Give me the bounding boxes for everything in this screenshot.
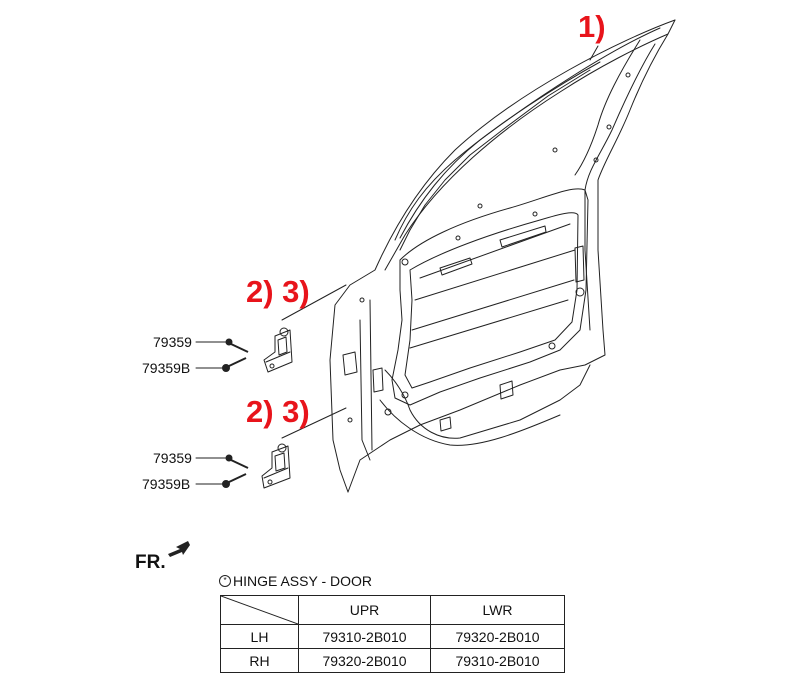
- lower-hinge: [261, 443, 291, 489]
- front-arrow-icon: [168, 541, 190, 557]
- column-header-upr: UPR: [298, 595, 431, 625]
- cell-rh-upr: 79320-2B010: [298, 648, 431, 673]
- leader-lines: [195, 45, 599, 485]
- table-corner-cell: [220, 595, 299, 625]
- upper-hinge: [263, 327, 293, 373]
- row-side-rh: RH: [220, 648, 299, 673]
- column-header-lwr: LWR: [430, 595, 565, 625]
- hinge-table: UPR LWR LH 79310-2B010 79320-2B010 RH 79…: [220, 595, 565, 673]
- part-label-upper-bolt-b: 79359B: [142, 360, 191, 376]
- lower-bolt: [225, 454, 249, 469]
- part-label-lower-bolt: 79359: [153, 450, 192, 466]
- table-row: RH 79320-2B010 79310-2B010: [220, 648, 565, 673]
- callout-upper-hinge: 2) 3): [246, 274, 310, 309]
- table-row: LH 79310-2B010 79320-2B010: [220, 624, 565, 649]
- note-text: HINGE ASSY - DOOR: [233, 573, 372, 589]
- hinge-note: * HINGE ASSY - DOOR: [219, 573, 372, 589]
- cell-lh-lwr: 79320-2B010: [430, 624, 565, 649]
- part-label-lower-bolt-b: 79359B: [142, 476, 191, 492]
- corner-diagonal: [221, 596, 298, 624]
- inner-panel: [342, 72, 631, 461]
- table-header-row: UPR LWR: [220, 595, 565, 625]
- callout-door-panel: 1): [578, 9, 606, 44]
- part-label-upper-bolt: 79359: [153, 334, 192, 350]
- upper-bolt: [225, 338, 249, 353]
- door-shell: [329, 19, 676, 493]
- window-frame: [394, 39, 641, 251]
- upper-bolt-b: [222, 357, 247, 372]
- cell-lh-upr: 79310-2B010: [298, 624, 431, 649]
- lower-bolt-b: [222, 473, 247, 488]
- callout-lower-hinge: 2) 3): [246, 394, 310, 429]
- front-direction-label: FR.: [135, 552, 166, 573]
- row-side-lh: LH: [220, 624, 299, 649]
- note-symbol: *: [219, 575, 231, 587]
- cell-rh-lwr: 79310-2B010: [430, 648, 565, 673]
